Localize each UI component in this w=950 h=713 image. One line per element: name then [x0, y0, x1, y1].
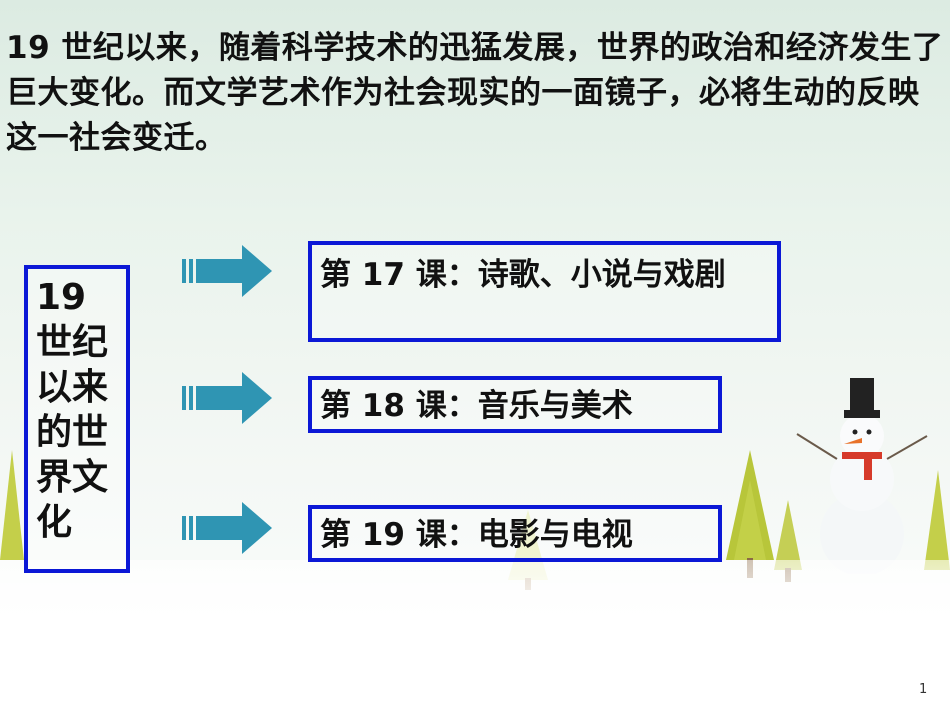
lesson-18-label: 第 18 课：音乐与美术: [320, 388, 633, 424]
intro-paragraph: 19 世纪以来，随着科学技术的迅猛发展，世界的政治和经济发生了巨大变化。而文学艺…: [6, 30, 944, 156]
lesson-19-box: [308, 505, 722, 562]
title-box: [24, 265, 130, 573]
arrow-right-icon: [182, 245, 272, 297]
lesson-17-label: 第 17 课：诗歌、小说与戏剧: [320, 257, 726, 293]
snow-ground: [0, 560, 950, 713]
snowman-icon: [796, 378, 928, 574]
pine-tree-icon: [924, 470, 950, 570]
pine-tree-icon: [0, 450, 24, 560]
arrow-right-icon: [182, 372, 272, 424]
lesson-17-box: [308, 241, 781, 342]
title-box-text: 19 世纪以来的世界文化: [36, 277, 109, 543]
lesson-19-label: 第 19 课：电影与电视: [320, 517, 633, 553]
lesson-18-box: [308, 376, 722, 433]
arrow-right-icon: [182, 502, 272, 554]
page-number: 1: [919, 682, 928, 697]
